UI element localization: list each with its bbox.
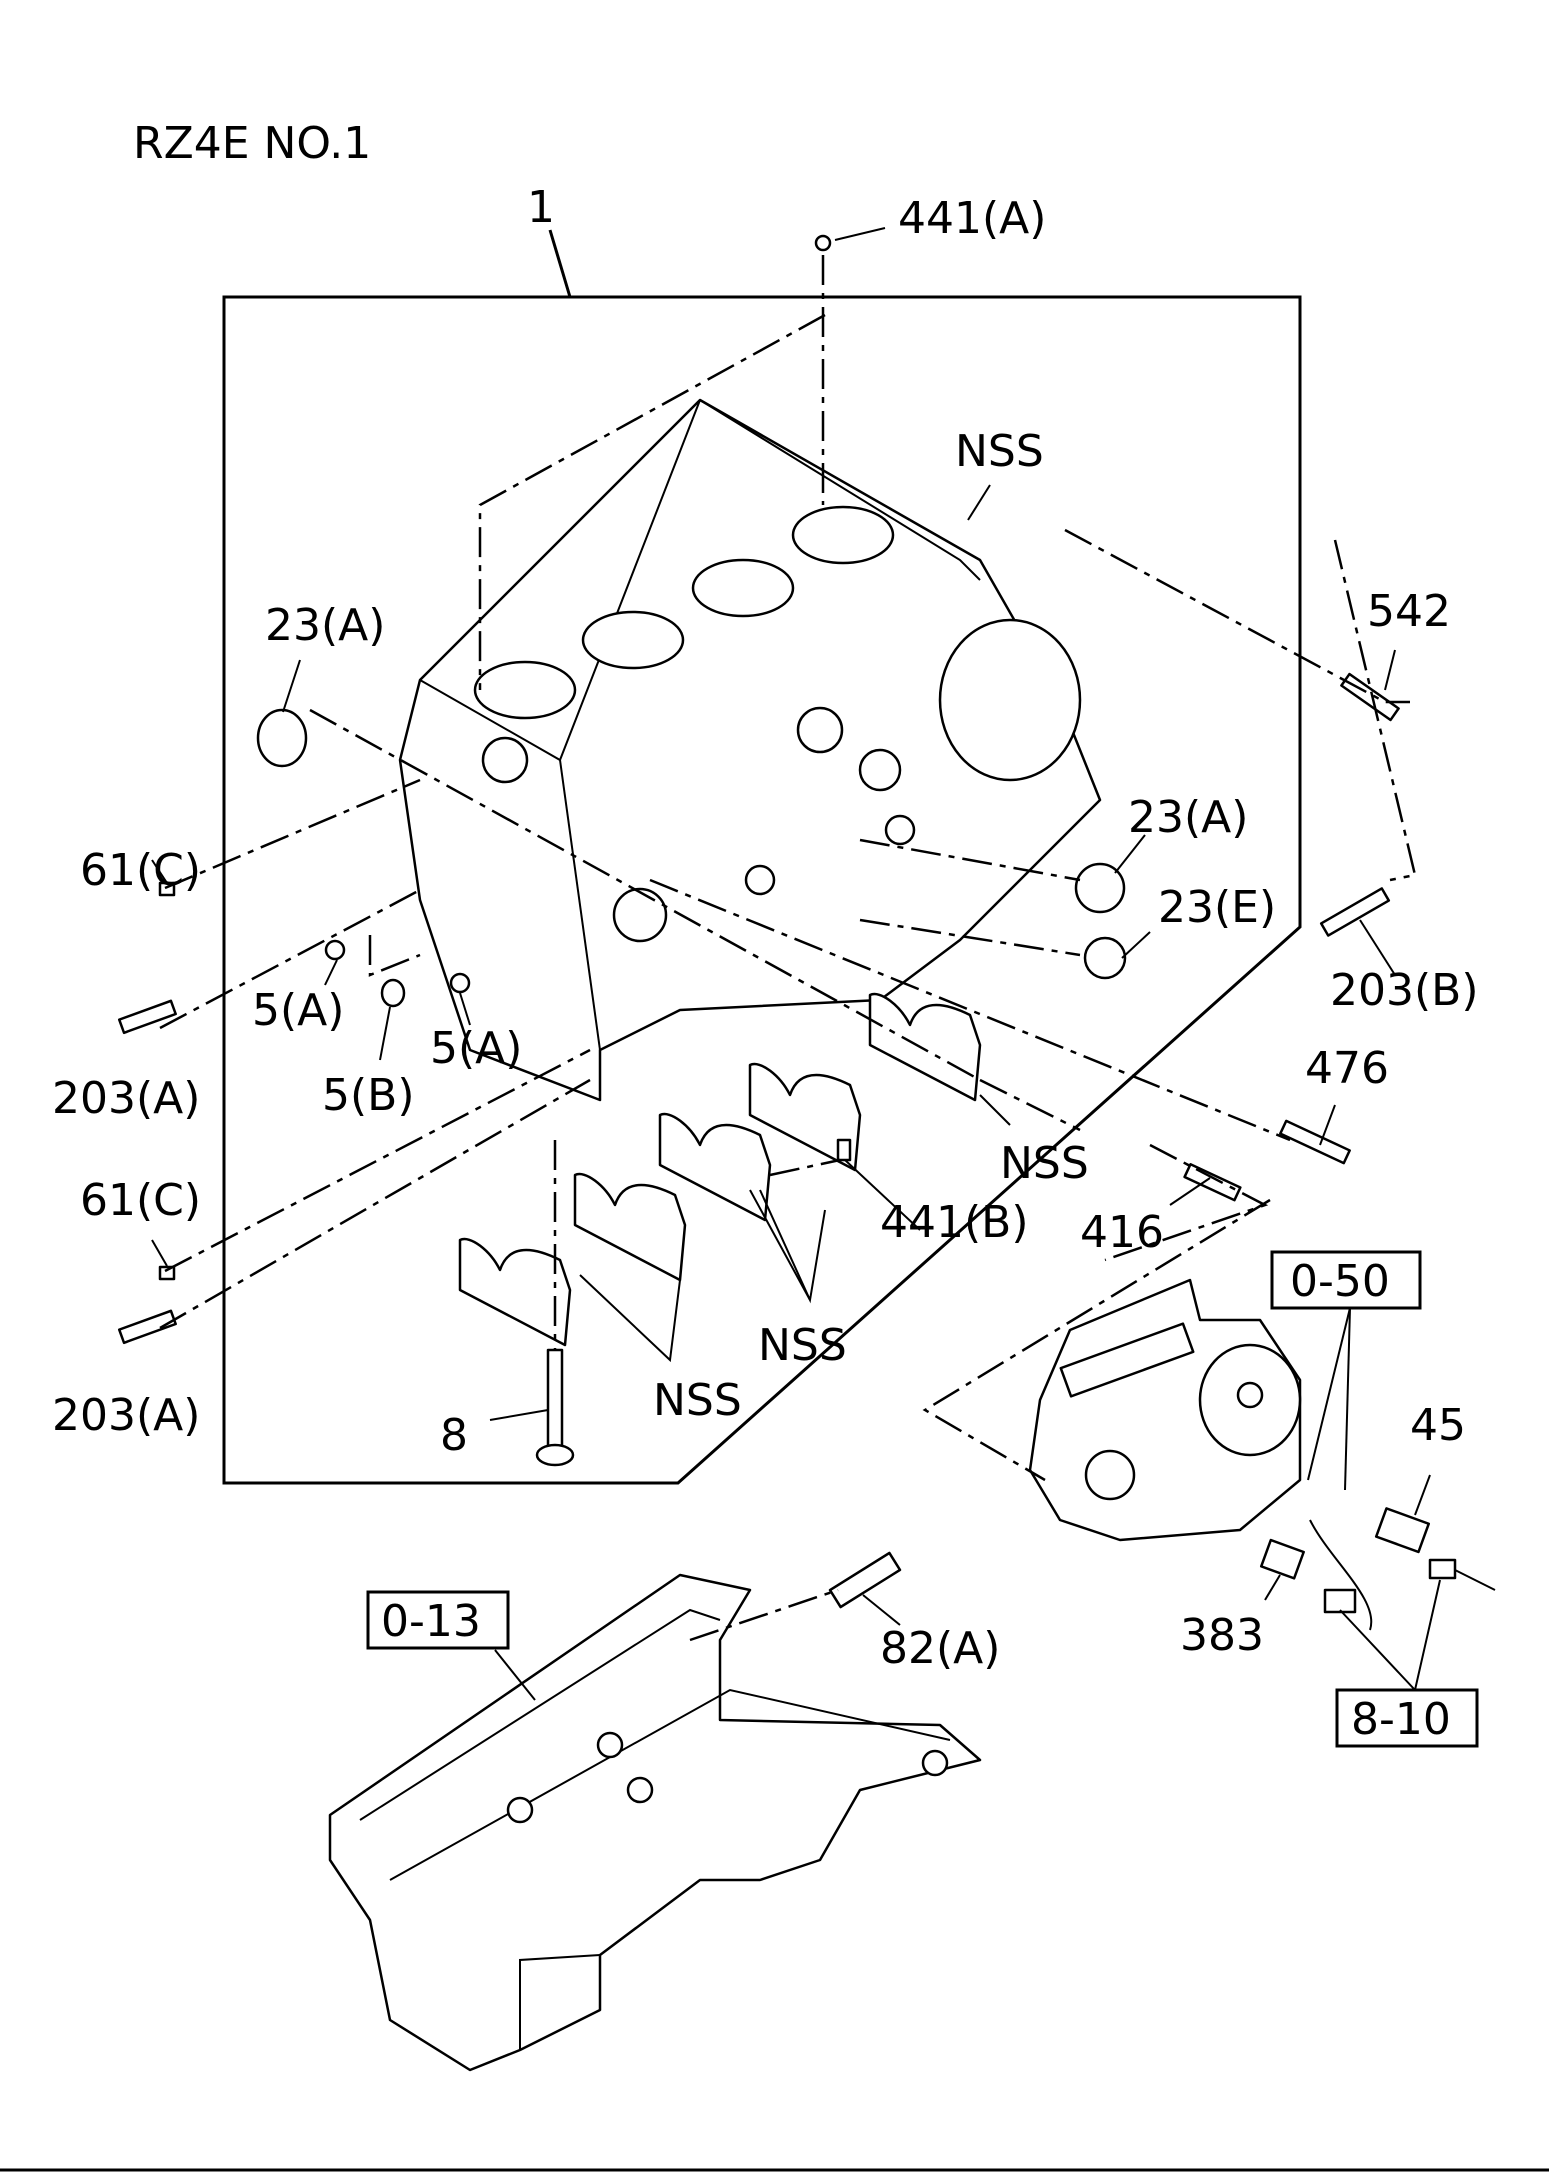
diagram-title: RZ4E NO.1 <box>133 118 371 169</box>
callout-1: 1 <box>527 182 555 233</box>
boxed-ref-0-50: 0-50 <box>1270 1250 1422 1310</box>
callout-203b: 203(B) <box>1330 965 1479 1016</box>
clip-8-10 <box>1309 1519 1496 1631</box>
callout-383: 383 <box>1180 1610 1264 1661</box>
bearing-cap-2 <box>573 1172 687 1282</box>
pin-61c-bottom <box>158 1265 176 1281</box>
stud-416 <box>1183 1162 1242 1202</box>
stud-476 <box>1279 1119 1351 1165</box>
sensor-383 <box>1259 1538 1305 1580</box>
callout-5a-mid: 5(A) <box>430 1023 522 1074</box>
callout-61c-top: 61(C) <box>80 845 201 896</box>
callout-82a: 82(A) <box>880 1623 1000 1674</box>
reference-lines <box>159 255 1417 1642</box>
callout-labels: 1 441(A) NSS 542 23(A) 23(A) 23(E) 203(B… <box>52 182 1479 1674</box>
callout-61c-bottom: 61(C) <box>80 1175 201 1226</box>
plug-5a-left <box>324 939 346 961</box>
callout-nss-mid: NSS <box>758 1320 847 1371</box>
oil-cooler-assembly <box>1028 1278 1302 1542</box>
bearing-cap-1 <box>458 1237 572 1347</box>
stud-203a-top <box>117 999 177 1035</box>
boxed-ref-0-13-label: 0-13 <box>381 1596 481 1647</box>
plug-5b <box>380 978 406 1008</box>
leader-lines <box>151 227 1441 1701</box>
callout-441b: 441(B) <box>880 1197 1029 1248</box>
callout-5a-left: 5(A) <box>252 985 344 1036</box>
callout-5b: 5(B) <box>322 1070 415 1121</box>
cylinder-block <box>398 398 1102 1102</box>
plug-441a <box>814 234 832 252</box>
bearing-cap-3 <box>658 1112 772 1222</box>
callout-8: 8 <box>440 1410 468 1461</box>
callout-203a-top: 203(A) <box>52 1073 200 1124</box>
callout-23a-left: 23(A) <box>265 600 385 651</box>
bearing-cap-4 <box>748 1062 862 1172</box>
bolt-8 <box>535 1348 575 1467</box>
seal-ring-23a-right <box>1074 862 1126 914</box>
callout-476: 476 <box>1305 1043 1389 1094</box>
stud-203b <box>1319 887 1391 937</box>
boxed-ref-0-50-label: 0-50 <box>1290 1256 1390 1307</box>
boxed-ref-0-13: 0-13 <box>366 1590 510 1650</box>
boxed-ref-8-10-label: 8-10 <box>1351 1694 1451 1745</box>
dowel-441b <box>836 1138 852 1162</box>
bearing-cap-5 <box>868 992 982 1102</box>
oil-pan <box>328 1573 982 2072</box>
stud-82a <box>828 1551 902 1609</box>
callout-542: 542 <box>1367 586 1451 637</box>
seal-ring-23a-left <box>256 708 308 768</box>
stud-542 <box>1340 672 1400 722</box>
cylinder-block-frame <box>222 229 1302 1485</box>
callout-nss-top: NSS <box>955 426 1044 477</box>
boxed-ref-8-10: 8-10 <box>1335 1688 1479 1748</box>
callout-441a: 441(A) <box>898 193 1046 244</box>
seal-ring-23e <box>1083 936 1127 980</box>
callout-nss-low: NSS <box>653 1375 742 1426</box>
plug-5a-mid <box>449 972 471 994</box>
callout-23a-right: 23(A) <box>1128 792 1248 843</box>
callout-45: 45 <box>1410 1400 1466 1451</box>
sensor-45 <box>1374 1507 1430 1554</box>
callout-nss-right: NSS <box>1000 1138 1089 1189</box>
callout-416: 416 <box>1080 1207 1164 1258</box>
callout-203a-bottom: 203(A) <box>52 1390 200 1441</box>
callout-23e: 23(E) <box>1158 882 1276 933</box>
stud-203a-bottom <box>117 1309 177 1345</box>
